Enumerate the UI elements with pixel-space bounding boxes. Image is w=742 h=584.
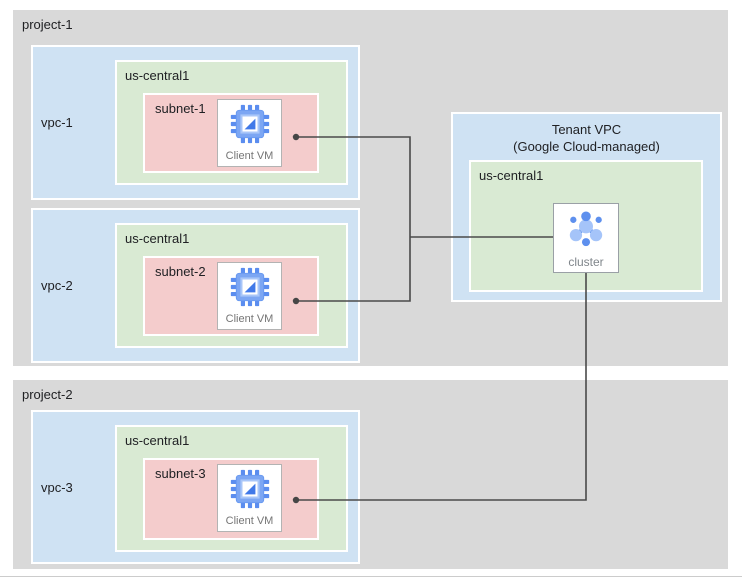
client-vm-3-node: Client VM (217, 464, 282, 532)
subnet-2-label: subnet-2 (155, 264, 206, 279)
tenant-vpc-subtitle: (Google Cloud-managed) (513, 139, 660, 154)
vpc-2-label: vpc-2 (41, 278, 73, 293)
bottom-divider (0, 576, 742, 577)
tenant-region-label: us-central1 (479, 168, 544, 183)
vpc-3-region-label: us-central1 (125, 433, 190, 448)
client-vm-2-node: Client VM (217, 262, 282, 330)
vpc-1-region-label: us-central1 (125, 68, 190, 83)
cluster-icon (565, 208, 607, 255)
client-vm-icon (230, 469, 270, 514)
client-vm-1-caption: Client VM (225, 150, 274, 162)
vpc-1-label: vpc-1 (41, 115, 73, 130)
project-1-label: project-1 (22, 17, 73, 32)
client-vm-2-caption: Client VM (225, 313, 274, 325)
project-2-label: project-2 (22, 387, 73, 402)
client-vm-3-caption: Client VM (225, 515, 274, 527)
cluster-caption: cluster (568, 255, 604, 269)
subnet-1-label: subnet-1 (155, 101, 206, 116)
cluster-node: cluster (553, 203, 619, 273)
vpc-2-region-label: us-central1 (125, 231, 190, 246)
vpc-3-label: vpc-3 (41, 479, 73, 495)
client-vm-icon (230, 104, 270, 149)
client-vm-icon (230, 267, 270, 312)
subnet-3-label: subnet-3 (155, 466, 206, 481)
tenant-vpc-title: Tenant VPC (551, 122, 622, 137)
client-vm-1-node: Client VM (217, 99, 282, 167)
